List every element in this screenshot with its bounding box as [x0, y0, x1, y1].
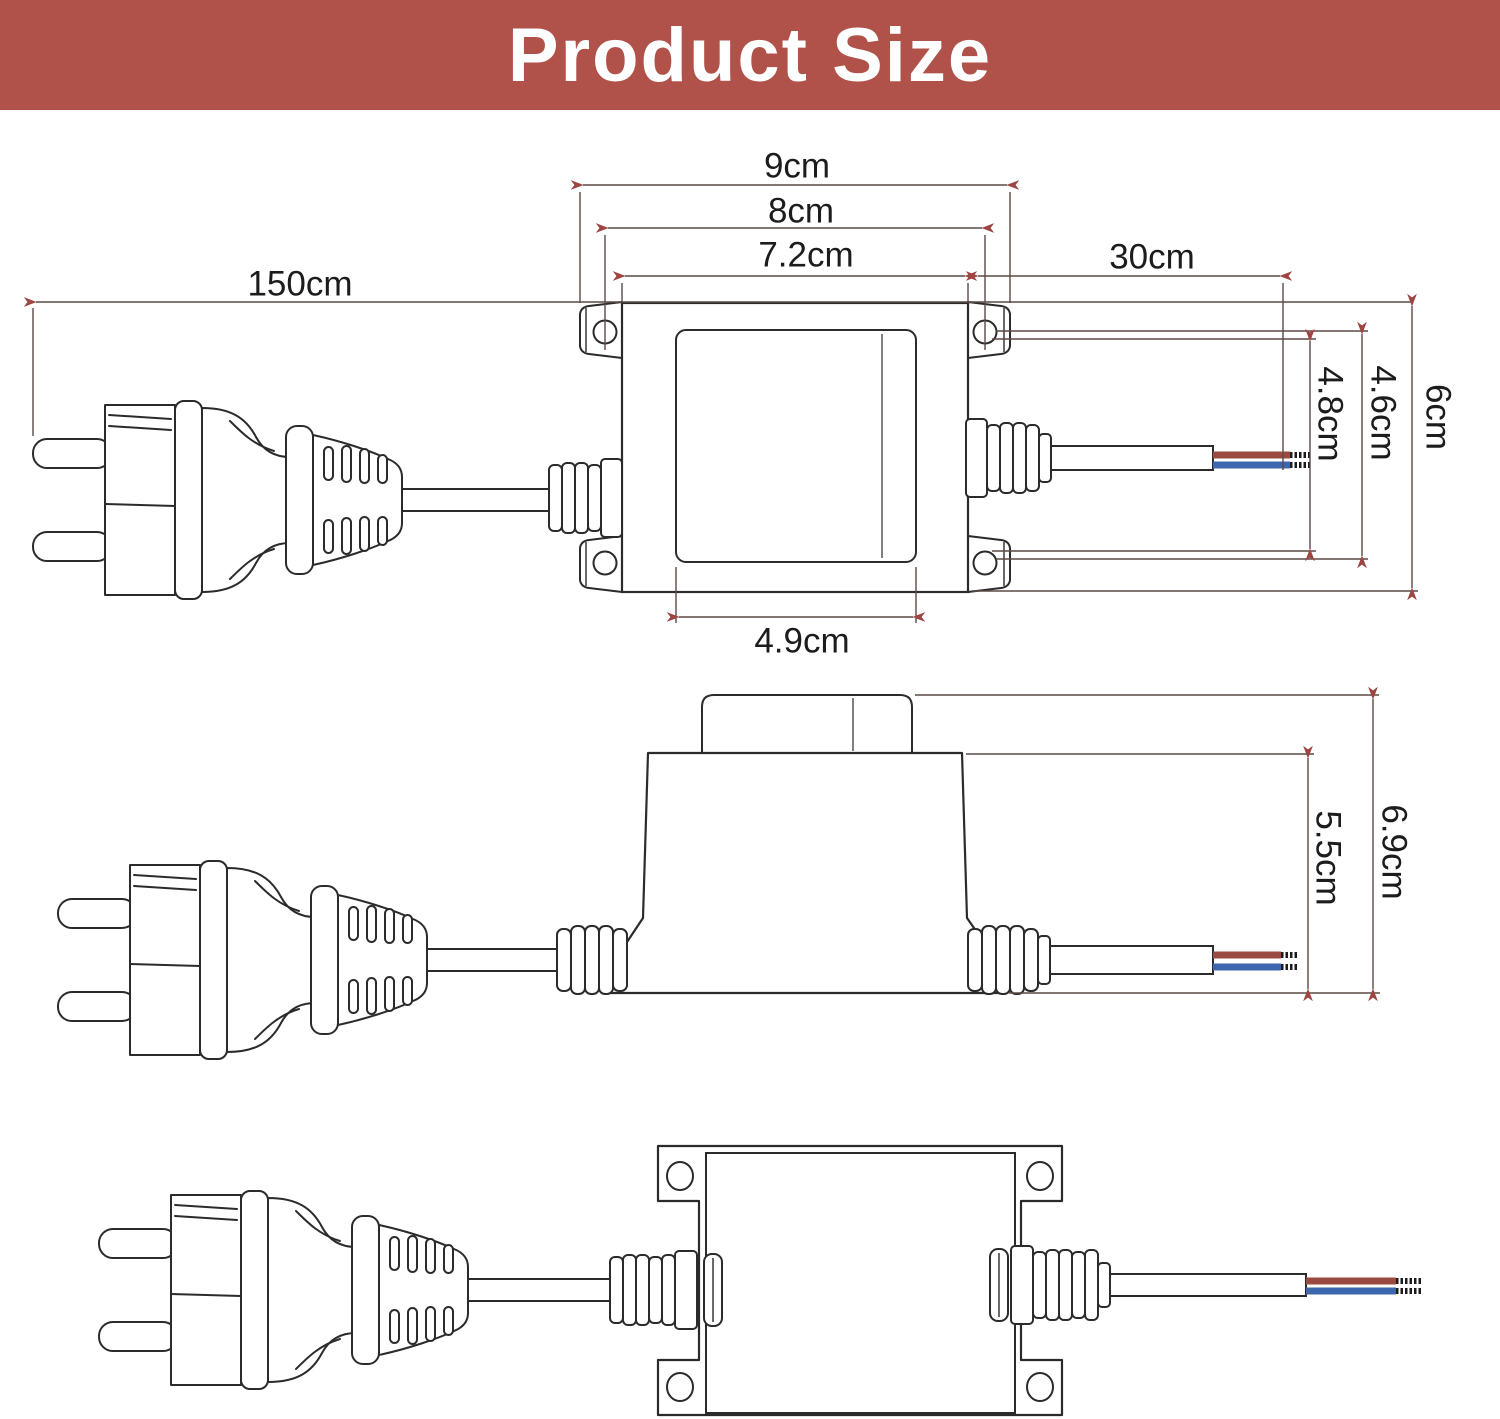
bottom-view-drawing — [98, 1144, 1421, 1417]
eu-plug-drawing — [57, 860, 428, 1060]
cable-gland — [967, 925, 1051, 995]
dim-label-30cm: 30cm — [1109, 237, 1195, 277]
dim-label-4-6cm: 4.6cm — [1363, 365, 1403, 461]
cable-gland — [989, 1245, 1111, 1325]
dim-label-6-9cm: 6.9cm — [1374, 804, 1414, 900]
side-view-drawing — [57, 686, 1380, 1060]
cable-gland — [609, 1250, 723, 1330]
dim-label-150cm: 150cm — [247, 264, 353, 304]
banner-title: Product Size — [507, 12, 993, 98]
banner: Product Size — [0, 0, 1500, 110]
cable-gland — [965, 418, 1052, 498]
dim-label-5-5cm: 5.5cm — [1308, 810, 1348, 906]
dimension-lines — [915, 686, 1380, 1002]
dim-label-4-9cm: 4.9cm — [754, 621, 850, 661]
dim-label-6cm: 6cm — [1418, 383, 1458, 451]
dimension-lines — [23, 180, 1418, 623]
dim-label-9cm: 9cm — [763, 146, 831, 186]
eu-plug-drawing — [32, 400, 403, 600]
cable-gland — [548, 458, 623, 538]
dim-label-7-2cm: 7.2cm — [758, 235, 854, 275]
eu-plug-drawing — [98, 1190, 469, 1390]
cable-gland — [556, 925, 628, 995]
top-view-drawing — [23, 180, 1418, 623]
dim-label-4-8cm: 4.8cm — [1310, 366, 1350, 462]
dim-label-8cm: 8cm — [767, 191, 835, 231]
